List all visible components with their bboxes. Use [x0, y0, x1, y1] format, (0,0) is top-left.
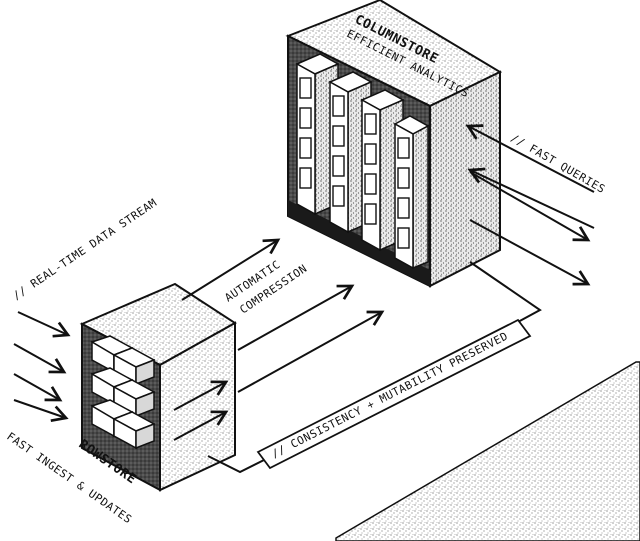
ingest-arrow-4	[13, 399, 69, 423]
query-arrow-in	[465, 124, 595, 193]
ingest-arrow-1	[17, 311, 71, 338]
ingest-arrows	[13, 311, 229, 441]
consistency-banner	[256, 318, 532, 470]
columnstore-bottom-shadow	[288, 200, 430, 286]
ingest-arrow-5	[173, 380, 229, 411]
rowstore-block: ROWSTORE FAST INGEST & UPDATES	[4, 282, 237, 526]
compression-arrows	[181, 238, 385, 393]
query-arrows	[465, 124, 595, 286]
compression-arrow-1	[181, 238, 281, 301]
ingest-arrow-2	[13, 343, 67, 374]
compression-arrow-3	[237, 310, 385, 393]
compression-arrow-2	[237, 284, 355, 351]
query-arrow-in-2	[467, 167, 595, 229]
query-arrow-out-2	[469, 219, 591, 286]
query-arrow-out-1	[469, 171, 591, 242]
columnstore-block: COLUMNSTORE EFFICIENT ANALYTICS	[285, 0, 503, 288]
rowstore-bricks	[90, 335, 156, 450]
column-4	[393, 115, 430, 270]
consistency-label: // CONSISTENCY + MUTABILITY PRESERVED	[269, 329, 510, 460]
ingest-arrow-6	[173, 410, 229, 441]
fast-queries-label: // FAST QUERIES	[509, 131, 608, 196]
realtime-data-stream-label: // REAL-TIME DATA STREAM	[10, 196, 159, 302]
ingest-arrow-3	[13, 373, 63, 402]
